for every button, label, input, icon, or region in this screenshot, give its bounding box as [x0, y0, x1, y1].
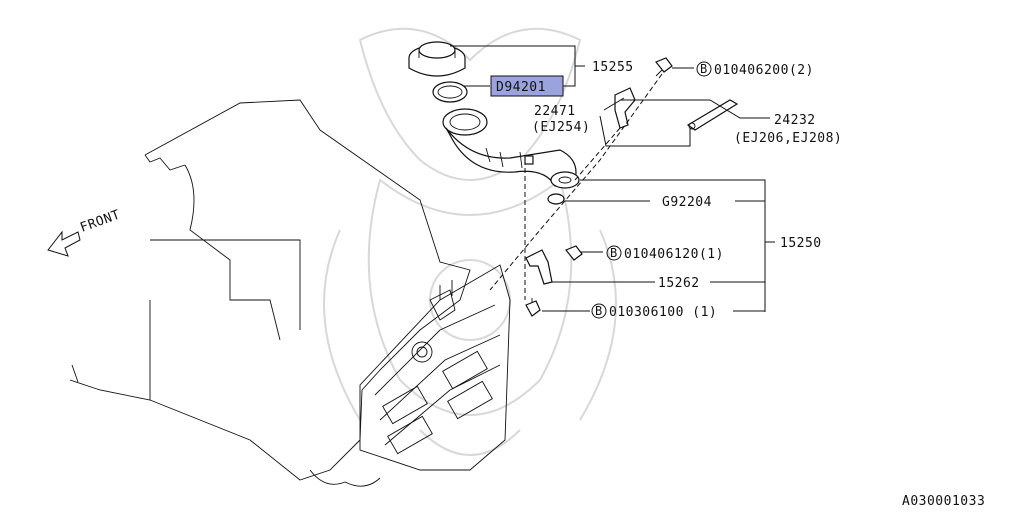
watermark-emblem	[323, 27, 617, 456]
part-label-24232[interactable]: 24232	[774, 113, 816, 128]
bolt-lower[interactable]	[525, 298, 541, 317]
part-note-24232: (EJ206,EJ208)	[734, 131, 842, 146]
bracket-24232[interactable]	[686, 99, 739, 131]
oil-filler-pipe[interactable]	[442, 108, 580, 189]
part-label-b010306100[interactable]: B 010306100 (1)	[591, 303, 717, 320]
oil-filler-cap[interactable]	[408, 41, 466, 77]
svg-text:D94201: D94201	[496, 80, 546, 95]
part-label-d94201[interactable]: D94201	[490, 75, 564, 97]
bracket-22471[interactable]	[614, 87, 636, 129]
svg-text:B: B	[595, 304, 603, 318]
bracket-15262[interactable]	[525, 245, 583, 285]
part-label-15262[interactable]: 15262	[658, 276, 700, 291]
bolt-upper[interactable]	[655, 57, 673, 77]
part-label-b010406120[interactable]: B 010406120(1)	[606, 245, 724, 262]
front-label: FRONT	[78, 207, 122, 235]
o-ring[interactable]	[547, 193, 565, 205]
svg-text:010306100 (1): 010306100 (1)	[609, 305, 717, 320]
svg-text:010406200(2): 010406200(2)	[714, 63, 814, 78]
gasket-ring[interactable]	[432, 81, 468, 103]
svg-text:B: B	[700, 62, 708, 76]
alignment-lines	[489, 73, 663, 300]
svg-text:010406120(1): 010406120(1)	[624, 247, 724, 262]
part-label-g92204[interactable]: G92204	[662, 195, 712, 210]
svg-text:B: B	[610, 246, 618, 260]
part-note-22471: (EJ254)	[532, 120, 590, 135]
part-label-15250[interactable]: 15250	[780, 236, 822, 251]
part-label-15255[interactable]: 15255	[592, 60, 634, 75]
figure-code: A030001033	[902, 494, 985, 509]
leader-lines	[450, 45, 775, 312]
part-label-22471[interactable]: 22471	[534, 104, 576, 119]
part-label-b010406200[interactable]: B 010406200(2)	[696, 61, 814, 78]
front-arrow: FRONT	[47, 207, 122, 257]
engine-block	[69, 99, 511, 487]
